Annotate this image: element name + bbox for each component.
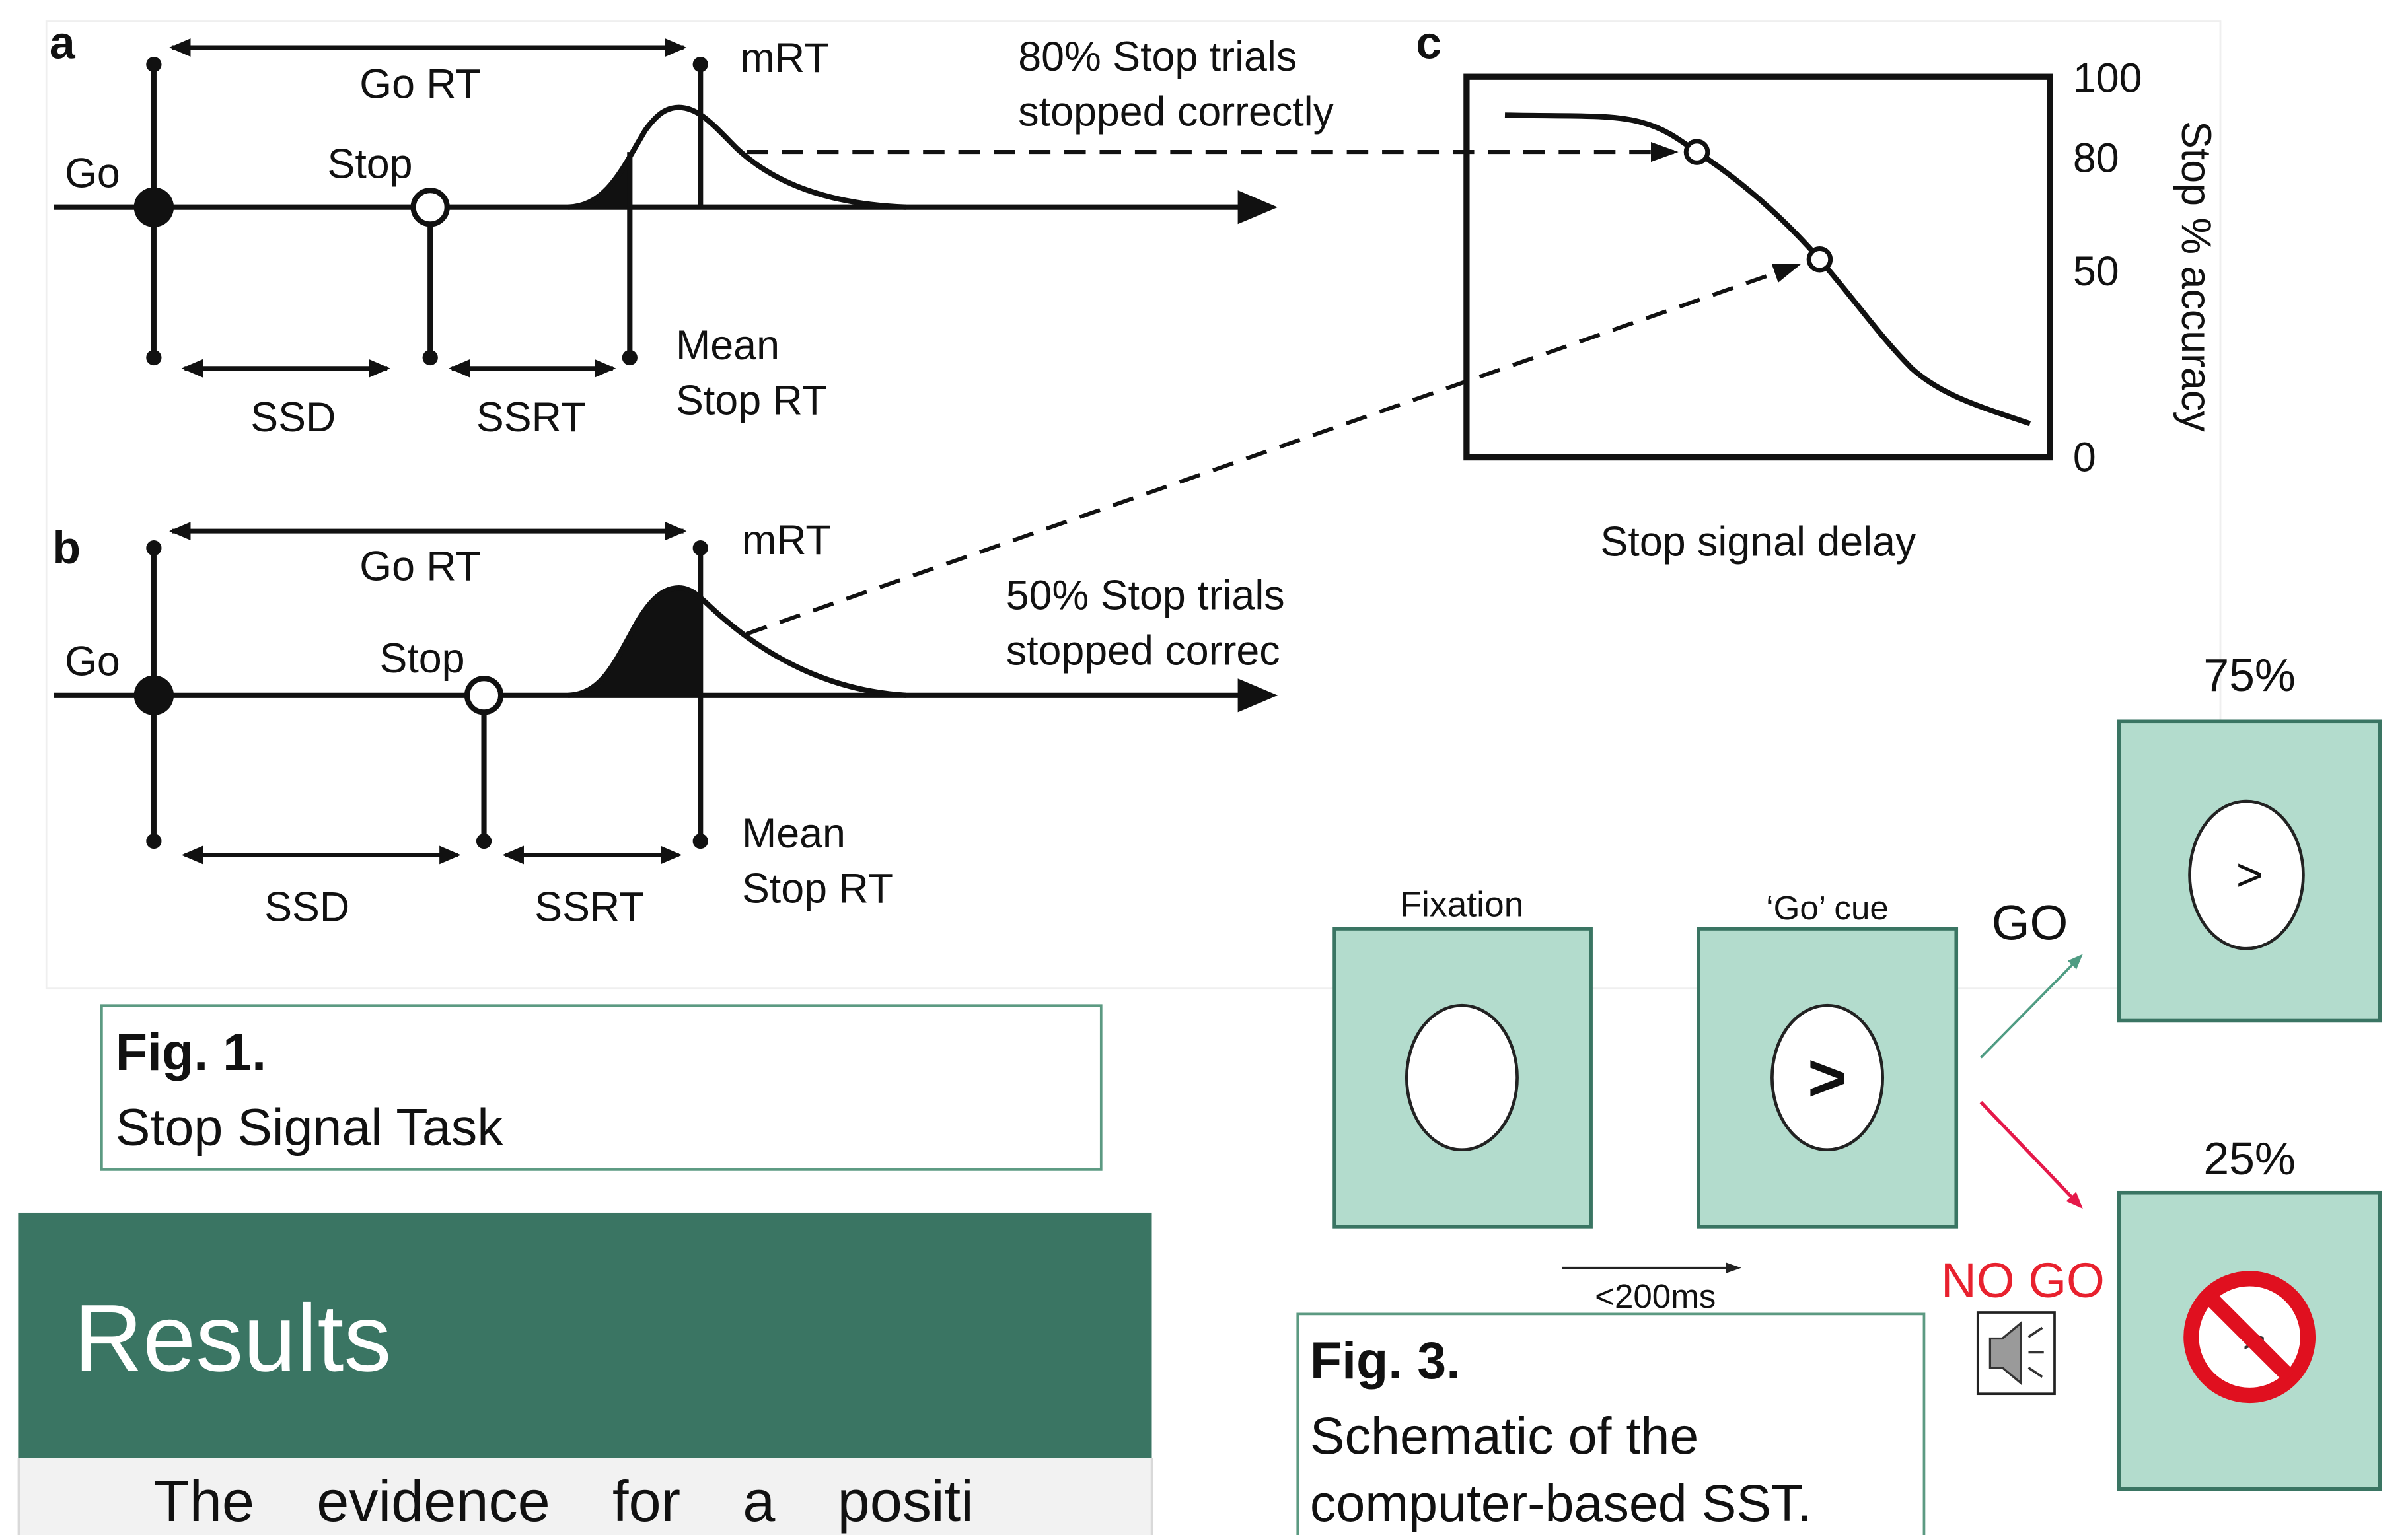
fig3-caption-line1: Schematic of the	[1310, 1406, 1698, 1465]
go-cue-label: ‘Go’ cue	[1766, 889, 1889, 927]
fig1-panel-c: c 100 80 50 0 Stop % accuracy Stop signa…	[1416, 17, 2219, 565]
panel-b-failed-inhibition-area	[568, 588, 701, 696]
panel-a-failed-inhibition-area	[568, 157, 630, 207]
panel-a-stop-label: Stop	[327, 141, 412, 188]
panel-a-outcome-line1: 80% Stop trials	[1018, 34, 1297, 80]
go-label: GO	[1992, 895, 2068, 950]
fig3-schematic: Fixation ‘Go’ cue > GO 75% > 25% > NO GO…	[1296, 649, 2382, 1535]
no-entry-icon: >	[2183, 1271, 2316, 1404]
panel-b-mean-stop-rt-dot	[692, 833, 708, 849]
fig3-caption-box	[1296, 1312, 1926, 1535]
results-body-text: The evidence for a positi	[154, 1468, 974, 1534]
panel-b-label: b	[53, 522, 81, 573]
panel-c-50-percent-point	[1806, 246, 1833, 273]
panel-c-label: c	[1416, 17, 1441, 68]
panel-a-label: a	[50, 17, 76, 68]
fig1-caption-box	[100, 1004, 1103, 1171]
panel-a-go-tick-top	[146, 56, 162, 73]
fig3-caption-line2: computer-based SST.	[1310, 1474, 1812, 1532]
panel-b-go-rt-label: Go RT	[359, 543, 481, 589]
speaker-icon-sound-waves	[2027, 1326, 2044, 1378]
no-entry-slash	[2204, 1291, 2295, 1382]
panel-a-stop-rt-label: Stop RT	[676, 377, 827, 423]
results-header-band	[18, 1212, 1152, 1458]
panel-a-go-label: Go	[65, 151, 120, 197]
panel-a-mrt-label: mRT	[741, 35, 830, 81]
speaker-icon	[1976, 1311, 2056, 1396]
speaker-icon-cone	[1988, 1320, 2022, 1386]
go-target-arrow-symbol: >	[2236, 849, 2263, 900]
figure1-frame	[45, 20, 2222, 990]
no-go-probability: 25%	[2203, 1133, 2296, 1184]
panel-b-to-c-dashed-arrow	[745, 264, 1802, 636]
fig1-panel-b: b Go Go RT mRT Stop SSD SSRT Mean Stop R…	[53, 264, 1802, 930]
panel-c-y-axis-label: Stop % accuracy	[2173, 121, 2219, 432]
panel-c-inhibition-function-curve	[1504, 112, 2031, 427]
panel-a-axis-arrowhead	[1237, 190, 1278, 225]
results-body-panel	[18, 1458, 1152, 1535]
fig3-caption-title: Fig. 3.	[1310, 1331, 1461, 1390]
panel-b-go-signal-marker	[133, 675, 174, 715]
panel-b-mean-label: Mean	[742, 810, 846, 857]
panel-b-outcome-line1: 50% Stop trials	[1006, 573, 1285, 619]
panel-b-stop-signal-marker	[464, 676, 504, 715]
panel-a-go-rt-label: Go RT	[359, 61, 481, 108]
fig1-caption: Fig. 1. Stop Signal Task	[100, 1004, 1103, 1171]
fig1-caption-title: Fig. 1.	[116, 1022, 266, 1081]
panel-a-stop-tick-bottom	[422, 349, 438, 366]
panel-a-mean-label: Mean	[676, 322, 780, 369]
go-probability: 75%	[2203, 649, 2296, 701]
panel-b-stop-rt-label: Stop RT	[742, 866, 893, 912]
panel-b-stop-tick-bottom	[476, 833, 492, 849]
panel-c-y-tick: 0	[2073, 434, 2096, 480]
panel-c-80-percent-point	[1683, 139, 1710, 165]
fig1-caption-text: Stop Signal Task	[116, 1098, 504, 1157]
results-section: Results The evidence for a positi	[17, 1212, 1153, 1535]
panel-b-go-tick-top	[146, 540, 162, 556]
panel-c-y-tick: 50	[2073, 248, 2119, 295]
panel-a-stop-signal-marker	[410, 188, 450, 227]
panel-c-y-tick: 100	[2073, 55, 2142, 101]
panel-c-x-axis-label: Stop signal delay	[1601, 518, 1916, 565]
panel-a-mrt-dot	[692, 56, 708, 73]
go-cue-oval	[1770, 1003, 1885, 1151]
fixation-label: Fixation	[1400, 885, 1523, 924]
panel-b-mrt-label: mRT	[742, 517, 831, 563]
panel-c-y-tick: 80	[2073, 135, 2119, 181]
fig1-panel-a: a Go Go RT mRT Stop SSD SSRT Mean Stop R…	[50, 17, 1679, 441]
panel-b-go-label: Go	[65, 639, 120, 685]
panel-a-ssrt-label: SSRT	[476, 394, 586, 441]
panel-b-ssd-label: SSD	[264, 884, 349, 930]
panel-a-ssd-label: SSD	[250, 394, 336, 441]
panel-b-go-rt-distribution	[568, 585, 906, 698]
go-cue-arrow-symbol: >	[1807, 1039, 1847, 1115]
panel-c-plot-frame	[1463, 73, 2053, 461]
results-body-border	[17, 1458, 1153, 1535]
no-go-label: NO GO	[1941, 1253, 2105, 1308]
go-target-oval	[2188, 799, 2305, 950]
panel-a-go-rt-distribution	[568, 104, 906, 210]
cue-interval-label: <200ms	[1595, 1277, 1716, 1315]
panel-a-go-signal-marker	[133, 187, 174, 227]
fig3-caption: Fig. 3. Schematic of the computer-based …	[1296, 1312, 1926, 1535]
panel-b-mrt-dot	[692, 540, 708, 556]
panel-a-outcome-line2: stopped correctly	[1018, 89, 1334, 135]
fixation-oval	[1405, 1003, 1519, 1151]
go-branch-arrow	[1980, 954, 2083, 1059]
no-go-branch-arrow	[1979, 1100, 2083, 1209]
panel-a-mean-stop-rt-dot	[622, 349, 638, 366]
results-heading: Results	[74, 1285, 391, 1391]
panel-b-stop-label: Stop	[380, 635, 465, 682]
panel-b-outcome-line2: stopped correc	[1006, 627, 1280, 674]
panel-b-go-tick-bottom	[146, 833, 162, 849]
panel-a-go-tick-bottom	[146, 349, 162, 366]
panel-b-axis-arrowhead	[1237, 678, 1278, 713]
panel-b-ssrt-label: SSRT	[534, 884, 644, 930]
